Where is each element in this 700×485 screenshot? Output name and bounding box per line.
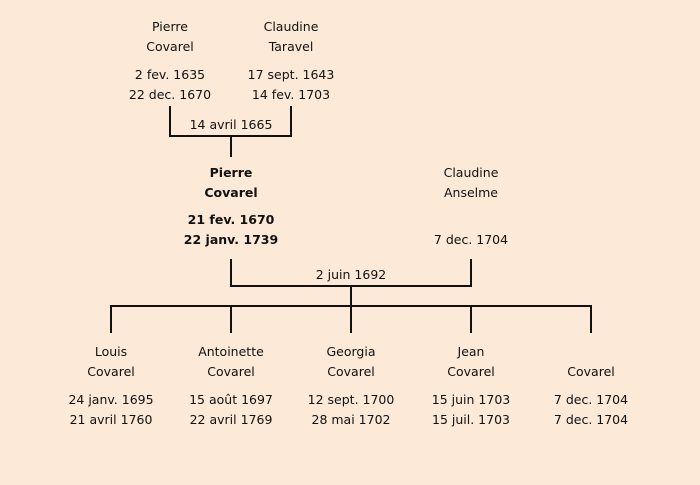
death-date: 28 mai 1702	[311, 412, 391, 427]
first-name: Louis	[94, 344, 128, 359]
connector-line	[169, 106, 171, 137]
birth-date: 12 sept. 1700	[307, 392, 395, 407]
marriage-date: 2 juin 1692	[315, 267, 387, 282]
death-date: 14 fev. 1703	[251, 87, 331, 102]
first-name: Jean	[457, 344, 485, 359]
first-name: Georgia	[326, 344, 376, 359]
birth-date: 15 juin 1703	[431, 392, 511, 407]
child-line	[470, 305, 472, 333]
birth-date: 21 fev. 1670	[187, 212, 275, 227]
death-date: 21 avril 1760	[69, 412, 153, 427]
death-date: 7 dec. 1704	[433, 232, 509, 247]
descent-line	[230, 135, 232, 157]
descent-line	[350, 285, 352, 306]
connector-line	[470, 259, 472, 287]
birth-date: 24 janv. 1695	[68, 392, 154, 407]
first-name: Pierre	[152, 19, 188, 34]
death-date: 22 dec. 1670	[128, 87, 212, 102]
last-name: Covarel	[87, 364, 135, 379]
death-date: 15 juil. 1703	[432, 412, 510, 427]
child-line	[350, 305, 352, 333]
marriage-date: 14 avril 1665	[189, 117, 273, 132]
connector-line	[230, 259, 232, 287]
birth-date: 15 août 1697	[189, 392, 273, 407]
last-name: Covarel	[204, 185, 258, 200]
first-name: Claudine	[443, 165, 499, 180]
child-line	[110, 305, 112, 333]
last-name: Covarel	[567, 364, 615, 379]
child-line	[590, 305, 592, 333]
death-date: 22 avril 1769	[189, 412, 273, 427]
birth-date: 17 sept. 1643	[247, 67, 335, 82]
last-name: Covarel	[207, 364, 255, 379]
last-name: Anselme	[443, 185, 499, 200]
first-name: Antoinette	[198, 344, 264, 359]
first-name: Pierre	[209, 165, 253, 180]
child-line	[230, 305, 232, 333]
birth-date: 7 dec. 1704	[553, 392, 629, 407]
last-name: Covarel	[327, 364, 375, 379]
death-date: 7 dec. 1704	[553, 412, 629, 427]
first-name: Claudine	[263, 19, 319, 34]
death-date: 22 janv. 1739	[183, 232, 279, 247]
last-name: Covarel	[146, 39, 194, 54]
birth-date: 2 fev. 1635	[134, 67, 206, 82]
last-name: Taravel	[268, 39, 314, 54]
connector-line	[290, 106, 292, 137]
last-name: Covarel	[447, 364, 495, 379]
